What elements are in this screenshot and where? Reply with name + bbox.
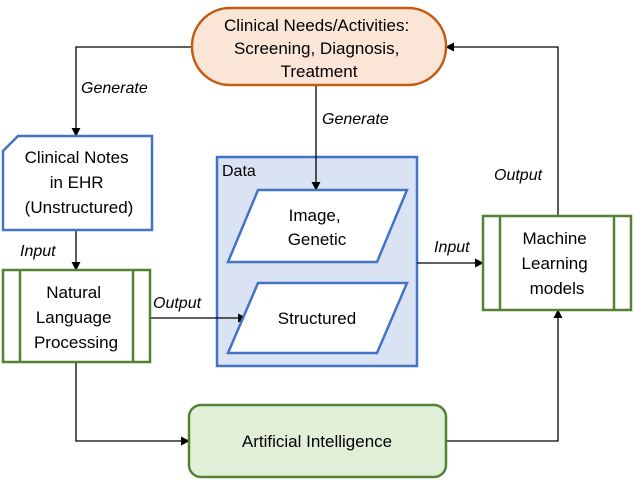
nlp-line-3: Processing <box>34 333 118 352</box>
clinical-notes-line-1: Clinical Notes <box>25 148 129 167</box>
edge-label-input-nlp: Input <box>20 243 56 260</box>
edge-ml-to-needs <box>445 42 559 216</box>
edge-label-output-nlp: Output <box>153 295 202 312</box>
edge-needs-to-notes <box>71 46 192 137</box>
nlp-node <box>1 268 152 364</box>
clinical-notes-line-3: (Unstructured) <box>25 198 134 217</box>
clinical-needs-line-3: Treatment <box>281 62 358 81</box>
edge-label-output-ml: Output <box>494 167 543 184</box>
ml-line-3: models <box>530 279 585 298</box>
structured-label: Structured <box>278 309 356 328</box>
clinical-needs-line-2: Screening, Diagnosis, <box>234 39 399 58</box>
edge-label-generate-left: Generate <box>81 80 148 97</box>
nlp-line-2: Language <box>36 308 112 327</box>
clinical-notes-node <box>1 134 154 232</box>
clinical-needs-label: Clinical Needs/Activities: Screening, Di… <box>224 16 414 81</box>
ml-node <box>481 214 633 312</box>
ml-line-1: Machine <box>523 229 587 248</box>
structured-line-1: Structured <box>278 309 356 328</box>
edge-label-input-ml: Input <box>434 239 470 256</box>
clinical-needs-line-1: Clinical Needs/Activities: <box>224 16 409 35</box>
ai-node <box>187 403 448 479</box>
ml-label: Machine Learning models <box>522 229 593 298</box>
edge-label-generate-center: Generate <box>322 111 389 128</box>
ai-label: Artificial Intelligence <box>242 432 392 451</box>
image-genetic-node <box>226 188 409 264</box>
ml-line-2: Learning <box>522 254 588 273</box>
image-genetic-line-1: Image, <box>289 206 341 225</box>
edge-ai-to-ml <box>446 309 563 442</box>
clinical-notes-label: Clinical Notes in EHR (Unstructured) <box>25 148 134 217</box>
nlp-label: Natural Language Processing <box>34 283 118 352</box>
image-genetic-label: Image, Genetic <box>288 206 347 249</box>
clinical-needs-node <box>190 6 448 87</box>
nlp-line-1: Natural <box>46 283 101 302</box>
data-group-label: Data <box>222 163 256 180</box>
structured-node <box>226 281 409 355</box>
image-genetic-line-2: Genetic <box>288 230 347 249</box>
edge-nlp-to-ai <box>75 362 190 446</box>
ai-line-1: Artificial Intelligence <box>242 432 392 451</box>
clinical-notes-line-2: in EHR <box>50 173 104 192</box>
